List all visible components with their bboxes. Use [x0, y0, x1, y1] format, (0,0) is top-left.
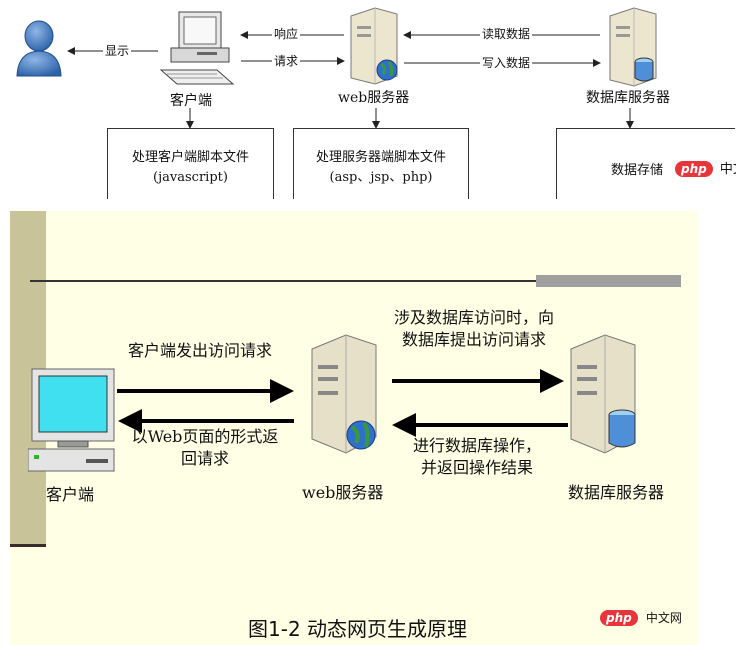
arrow3-label-line2: 数据库提出访问请求 [401, 330, 546, 349]
php-logo: php [675, 161, 713, 177]
arrow1-label: 客户端发出访问请求 [128, 341, 273, 360]
arrow-write-label: 写入数据 [480, 56, 533, 70]
top-watermark: php 中文 [675, 158, 736, 177]
arrow3-label-line1: 涉及数据库访问时，向 [393, 308, 554, 327]
client-script-box: 处理客户端脚本文件 (javascript) [107, 128, 274, 199]
watermark-cn-text: 中文 [719, 162, 736, 177]
data-storage-box: 数据存储 php 中文 [556, 128, 736, 199]
arrow-request-label: 请求 [272, 54, 301, 68]
slide-stripe [536, 275, 681, 287]
arrow4-label-line1: 进行数据库操作， [412, 436, 541, 455]
top-web-name: web服务器 [338, 90, 410, 106]
db-server-icon [609, 7, 657, 87]
watermark-cn-bottom: 中文网 [645, 611, 682, 625]
slide-web-name: web服务器 [302, 483, 384, 502]
php-logo-bottom: php [600, 610, 638, 626]
top-client-name: 客户端 [170, 93, 212, 109]
slide-db-name: 数据库服务器 [568, 483, 665, 502]
arrow4-label-line2: 并返回操作结果 [420, 458, 533, 477]
slide-left-bar-base [10, 544, 46, 547]
data-storage-text: 数据存储 [611, 163, 664, 178]
arrow-display-label: 显示 [103, 44, 132, 58]
top-db-name: 数据库服务器 [586, 90, 670, 106]
slide-panel: 客户端 web服务器 数据库服务器 客户端发出访问请求 以Web页面的形式返 回… [10, 211, 698, 645]
slide-db-server-icon [570, 334, 636, 454]
user-icon [16, 20, 62, 77]
slide-caption: 图1-2 动态网页生成原理 [248, 617, 468, 641]
arrow2-label-line1: 以Web页面的形式返 [131, 427, 279, 446]
arrow-response-label: 响应 [272, 27, 301, 41]
slide-rule [30, 280, 681, 282]
web-server-icon [350, 7, 398, 85]
server-script-line2: (asp、jsp、php) [329, 170, 433, 185]
slide-web-server-icon [311, 334, 377, 454]
slide-computer-icon [28, 368, 115, 472]
slide-client-name: 客户端 [46, 485, 95, 504]
slide-arrows [117, 369, 568, 437]
client-script-line1: 处理客户端脚本文件 [131, 150, 249, 165]
server-script-line1: 处理服务器端脚本文件 [315, 150, 446, 165]
client-script-line2: (javascript) [153, 170, 228, 185]
arrow4-label: 进行数据库操作， 并返回操作结果 [402, 435, 552, 479]
server-script-box: 处理服务器端脚本文件 (asp、jsp、php) [293, 128, 469, 199]
arrow3-label: 涉及数据库访问时，向 数据库提出访问请求 [386, 307, 562, 351]
slide-watermark: php 中文网 [600, 607, 682, 626]
computer-icon [159, 11, 235, 85]
arrow-read-label: 读取数据 [480, 27, 533, 41]
arrow2-label: 以Web页面的形式返 回请求 [122, 426, 288, 470]
arrow2-label-line2: 回请求 [180, 449, 229, 468]
